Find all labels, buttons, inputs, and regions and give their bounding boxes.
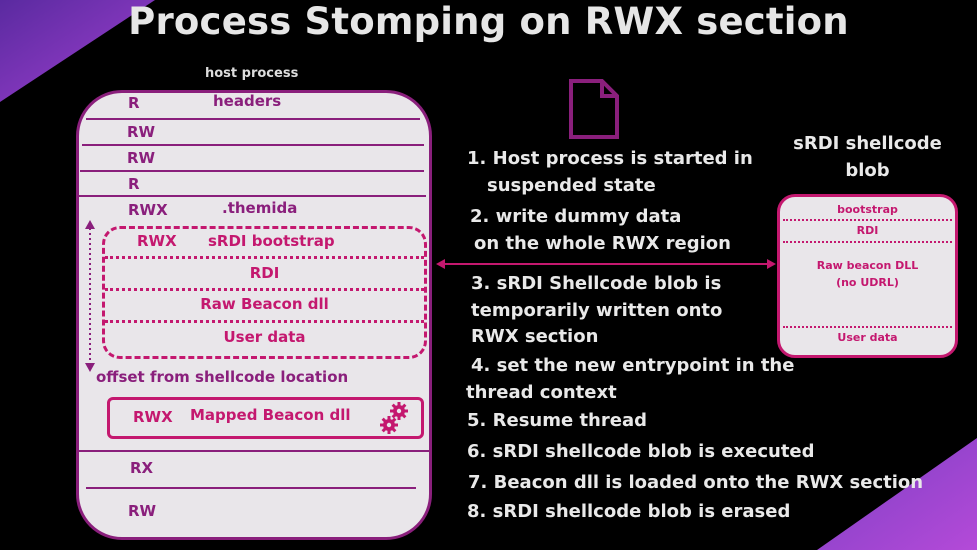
step-6: 6. sRDI shellcode blob is executed — [467, 441, 815, 462]
region-divider — [105, 288, 424, 291]
blob-user-data-label: User data — [837, 331, 898, 344]
offset-label: offset from shellcode location — [96, 368, 349, 386]
section-divider — [80, 170, 424, 172]
rdi-label: RDI — [249, 264, 280, 282]
srdi-bootstrap-label: sRDI bootstrap — [208, 232, 335, 250]
perm-rwx-themida: RWX — [128, 201, 168, 219]
corner-decoration-bottom-right — [817, 438, 977, 550]
region-divider — [105, 256, 424, 259]
host-process-box — [76, 90, 432, 540]
perm-rwx-mapped: RWX — [133, 408, 173, 426]
offset-arrow — [85, 220, 95, 372]
themida-label: .themida — [222, 199, 298, 217]
blob-divider — [783, 241, 952, 243]
blob-raw-label-1: Raw beacon DLL — [816, 259, 919, 272]
perm-rwx-shellcode: RWX — [137, 232, 177, 250]
corner-decoration-top-left — [0, 0, 155, 102]
blob-divider — [783, 326, 952, 328]
region-divider — [105, 320, 424, 323]
mapped-beacon-box — [107, 397, 424, 439]
blob-divider — [783, 219, 952, 221]
page-title: Process Stomping on RWX section — [128, 0, 849, 43]
file-icon — [569, 79, 619, 139]
perm-rw-1: RW — [127, 123, 156, 141]
mapped-beacon-label: Mapped Beacon dll — [190, 406, 351, 424]
double-arrow-icon — [436, 259, 776, 269]
step-1-line-1: 1. Host process is started in — [467, 148, 753, 169]
headers-label: headers — [213, 92, 282, 110]
step-7: 7. Beacon dll is loaded onto the RWX sec… — [468, 472, 924, 493]
section-divider — [78, 195, 426, 197]
section-divider — [78, 450, 430, 452]
user-data-label: User data — [223, 328, 306, 346]
raw-beacon-label: Raw Beacon dll — [200, 295, 329, 313]
section-divider — [86, 118, 420, 120]
step-2-line-2: on the whole RWX region — [474, 233, 731, 254]
gear-icon — [380, 402, 408, 434]
step-1-line-2: suspended state — [487, 175, 656, 196]
blob-raw-label-2: (no UDRL) — [836, 276, 899, 289]
blob-title-line-2: blob — [845, 160, 890, 181]
shellcode-region — [102, 226, 427, 359]
perm-r-2: R — [128, 175, 140, 193]
perm-rx: RX — [130, 459, 154, 477]
step-8: 8. sRDI shellcode blob is erased — [467, 501, 791, 522]
blob-bootstrap-label: bootstrap — [837, 203, 898, 216]
step-3-line-2: temporarily written onto — [471, 300, 723, 321]
step-3-line-1: 3. sRDI Shellcode blob is — [471, 273, 722, 294]
perm-rw-bottom: RW — [128, 502, 157, 520]
step-2-line-1: 2. write dummy data — [470, 206, 682, 227]
step-3-line-3: RWX section — [471, 326, 599, 347]
step-5: 5. Resume thread — [467, 410, 647, 431]
perm-r-headers: R — [128, 94, 140, 112]
blob-rdi-label: RDI — [856, 224, 879, 237]
section-divider — [82, 144, 424, 146]
srdi-blob-box — [777, 194, 958, 358]
perm-rw-2: RW — [127, 149, 156, 167]
host-process-caption: host process — [205, 66, 299, 81]
step-4-line-2: thread context — [466, 382, 617, 403]
blob-title-line-1: sRDI shellcode — [793, 133, 942, 154]
step-4-line-1: 4. set the new entrypoint in the — [471, 355, 795, 376]
section-divider — [86, 487, 416, 489]
